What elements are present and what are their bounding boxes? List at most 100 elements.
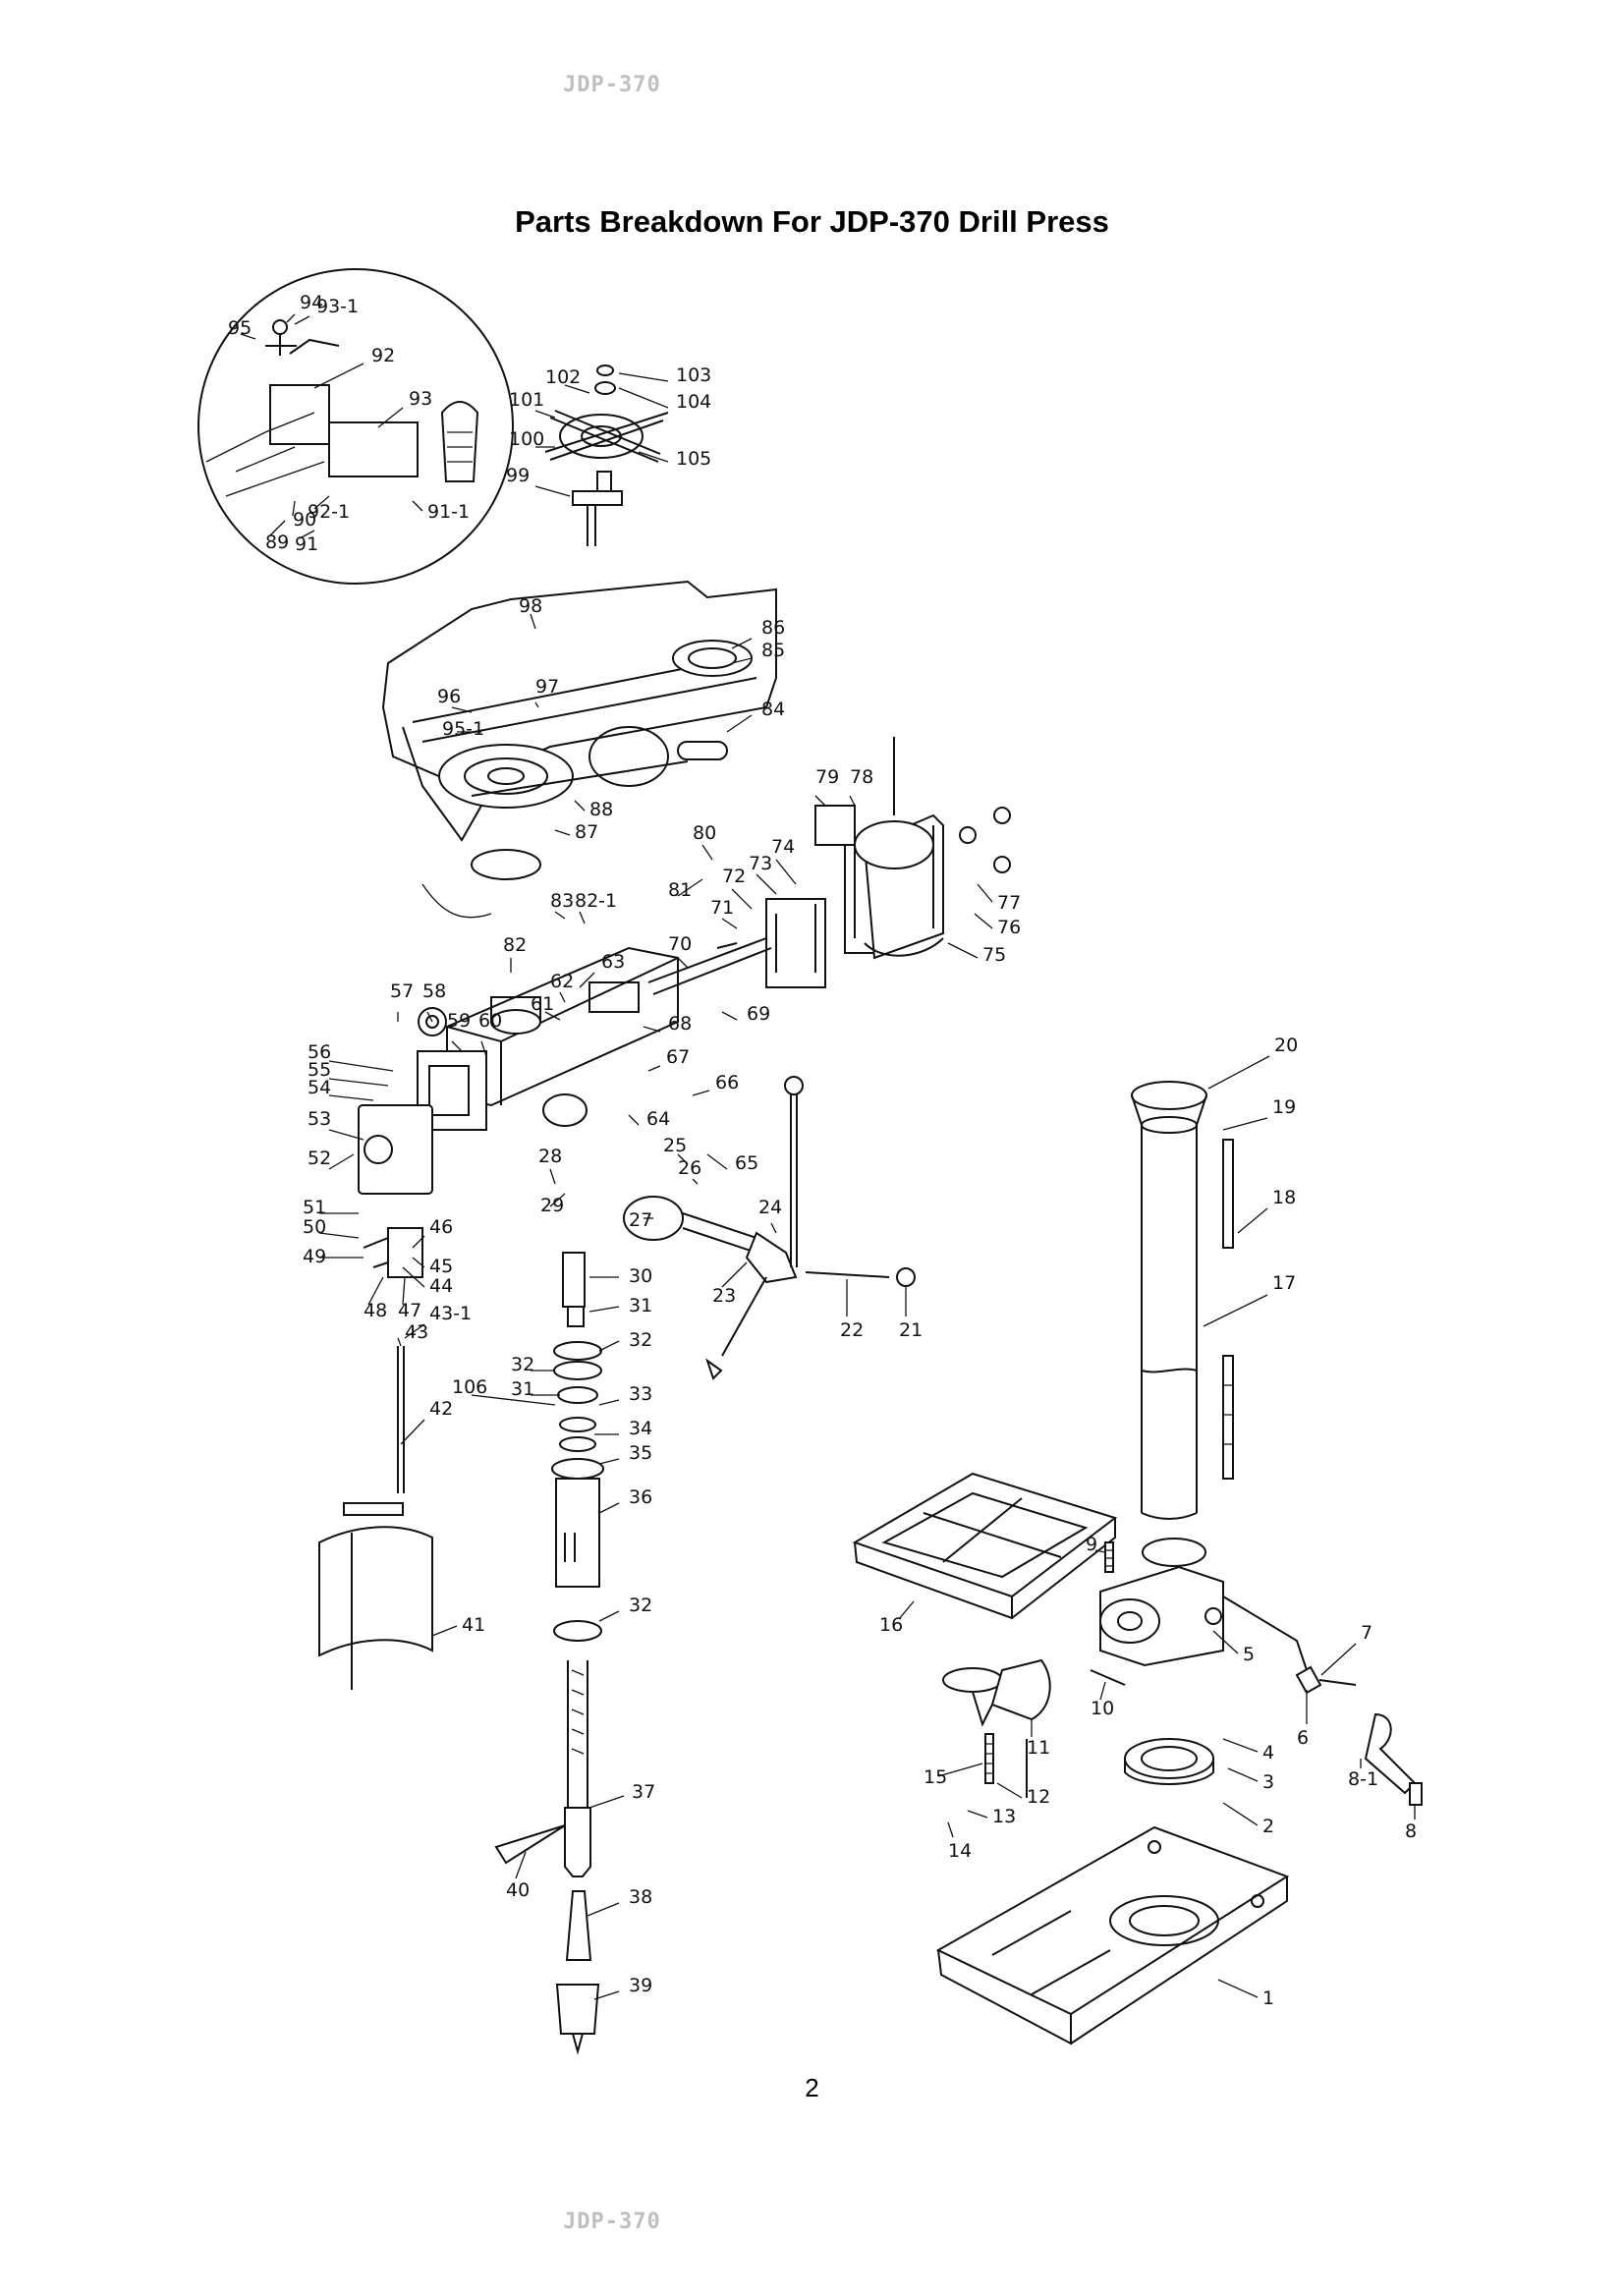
leader-line [559, 991, 566, 1003]
page-title: Parts Breakdown For JDP-370 Drill Press [515, 204, 1109, 239]
leader-line [721, 1261, 748, 1288]
leader-line [677, 957, 689, 969]
part-number-label: 91 [295, 533, 318, 555]
part-number-label: 41 [462, 1614, 485, 1636]
leader-line [318, 1232, 360, 1239]
part-number-label: 10 [1091, 1698, 1114, 1719]
part-number-label: 14 [948, 1840, 972, 1862]
leader-line [328, 1060, 394, 1072]
part-number-label: 39 [629, 1975, 652, 1996]
header-model: JDP-370 [563, 73, 661, 97]
base [935, 1738, 1290, 2045]
part-number-label: 18 [1272, 1187, 1296, 1208]
part-number-label: 1 [1262, 1988, 1274, 2009]
part-number-label: 5 [1243, 1644, 1255, 1665]
part-number-label: 49 [303, 1246, 326, 1267]
part-number-label: 7 [1361, 1622, 1372, 1644]
leader-line [587, 1902, 620, 1917]
leader-line [775, 859, 797, 885]
part-number-label: 91-1 [427, 501, 470, 523]
leader-line [471, 1394, 556, 1406]
leader-line [628, 1114, 640, 1126]
part-number-label: 48 [364, 1300, 387, 1321]
leader-line [706, 1153, 728, 1170]
part-number-label: 101 [509, 389, 544, 411]
leader-line [534, 410, 556, 419]
leader-line [618, 372, 669, 382]
part-number-label: 63 [601, 951, 625, 973]
leader-line [756, 873, 777, 895]
detail-inset [197, 268, 514, 585]
belt-guard [381, 580, 777, 919]
part-number-label: 81 [668, 879, 692, 901]
leader-line [1227, 1767, 1259, 1782]
leader-line [974, 913, 993, 929]
leader-line [598, 1399, 620, 1406]
leader-line [967, 1810, 988, 1819]
chuck-guard [318, 1346, 433, 1690]
part-number-label: 62 [550, 971, 574, 992]
part-number-label: 85 [761, 640, 785, 661]
part-number-label: 31 [629, 1295, 652, 1316]
leader-line [400, 1419, 425, 1445]
leader-line [849, 795, 856, 807]
part-number-label: 55 [308, 1059, 331, 1081]
part-number-label: 27 [629, 1209, 652, 1231]
part-number-label: 75 [982, 944, 1006, 966]
leader-line [328, 1129, 364, 1141]
part-number-label: 37 [632, 1781, 655, 1803]
leader-line [647, 1065, 661, 1072]
leader-line [721, 1011, 738, 1021]
part-number-label: 20 [1274, 1035, 1298, 1056]
part-labels: 123456788-191011121314151617181920212223… [228, 292, 1417, 2009]
part-number-label: 68 [668, 1013, 692, 1035]
part-number-label: 95 [228, 317, 252, 339]
part-number-label: 47 [398, 1300, 421, 1321]
part-number-label: 71 [710, 897, 734, 919]
top-handle-hub [544, 364, 669, 546]
leader-line [692, 1090, 710, 1096]
leader-line [549, 1168, 556, 1185]
part-number-label: 8-1 [1348, 1768, 1378, 1790]
leader-line [721, 918, 738, 929]
leader-line [947, 1821, 954, 1838]
leader-line [451, 706, 473, 713]
part-number-label: 59 [447, 1010, 471, 1032]
motor [647, 737, 1011, 995]
column [1131, 1081, 1234, 1520]
leader-line [593, 1990, 620, 2000]
leader-line [554, 911, 566, 920]
part-number-label: 2 [1262, 1816, 1274, 1837]
part-number-label: 46 [429, 1216, 453, 1238]
leader-line [598, 1458, 620, 1465]
part-number-label: 22 [840, 1319, 864, 1341]
part-number-label: 38 [629, 1886, 652, 1908]
part-number-label: 42 [429, 1398, 453, 1420]
part-number-label: 34 [629, 1418, 652, 1439]
leader-line [328, 1153, 355, 1170]
leader-line [1203, 1294, 1268, 1327]
part-number-label: 70 [668, 933, 692, 955]
leader-line [947, 942, 979, 959]
leader-line [588, 1795, 625, 1809]
leader-line [814, 795, 826, 807]
spindle-assembly [494, 1252, 604, 2055]
leader-line [638, 451, 669, 463]
part-number-label: 76 [997, 917, 1021, 938]
part-number-label: 102 [545, 366, 581, 388]
part-number-label: 103 [676, 364, 711, 386]
leader-line [579, 911, 586, 924]
leader-line [313, 495, 330, 510]
leader-line [692, 1178, 699, 1185]
leader-line [937, 1763, 983, 1777]
leader-line [1217, 1979, 1259, 1998]
leader-line [1094, 1549, 1106, 1553]
part-number-label: 66 [715, 1072, 739, 1093]
leader-line [534, 485, 571, 497]
leader-line [299, 530, 315, 539]
part-number-label: 35 [629, 1442, 652, 1464]
page-number: 2 [805, 2073, 819, 2102]
part-number-label: 9 [1086, 1534, 1097, 1555]
part-number-label: 17 [1272, 1272, 1296, 1294]
